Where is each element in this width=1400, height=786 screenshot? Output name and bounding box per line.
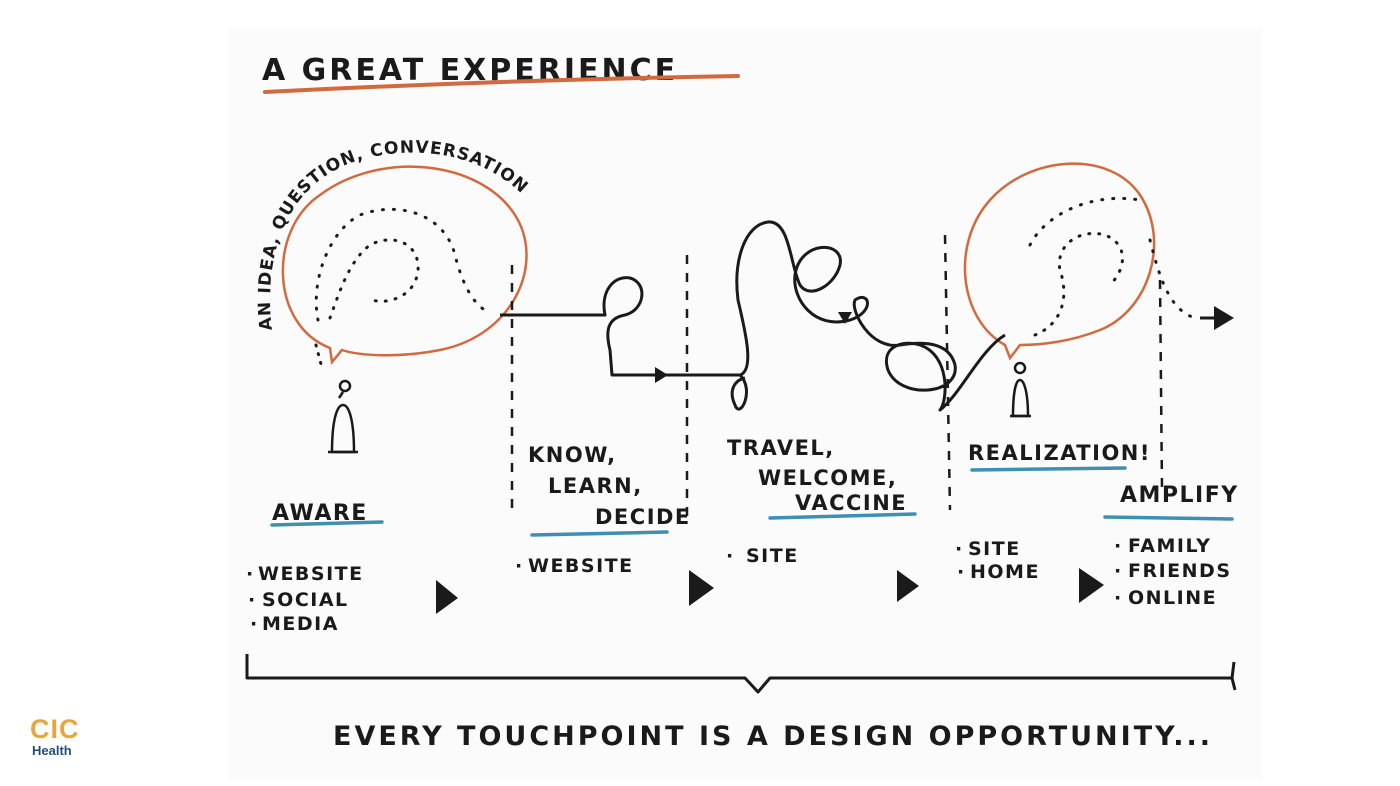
stage-realization: REALIZATION!	[968, 441, 1151, 465]
channel-travel-1: SITE	[746, 545, 799, 567]
svg-text:·: ·	[955, 538, 964, 560]
dotted-swirl-inner-left	[330, 240, 418, 318]
thought-bubble-right	[965, 164, 1154, 358]
svg-text:·: ·	[726, 545, 735, 567]
channel-realization-2: HOME	[970, 561, 1040, 583]
stage-know-line2: LEARN,	[548, 474, 643, 498]
stage-know-underline	[532, 532, 667, 535]
channel-know-1: WEBSITE	[528, 555, 634, 577]
journey-path	[500, 222, 1005, 410]
stage-arrow-3	[897, 570, 919, 602]
channels-travel: · SITE	[726, 545, 799, 567]
svg-text:·: ·	[1114, 535, 1123, 557]
stage-realization-underline	[972, 468, 1125, 470]
separator-3	[945, 235, 950, 510]
dotted-swirl-left	[316, 209, 490, 320]
person-icon-left	[328, 381, 358, 452]
channel-amplify-2: FRIENDS	[1128, 560, 1232, 582]
svg-text:·: ·	[248, 589, 257, 611]
stage-travel-underline	[770, 514, 915, 518]
dotted-trail-left	[316, 345, 322, 368]
svg-text:·: ·	[1114, 560, 1123, 582]
journey-loop	[732, 375, 746, 409]
channel-amplify-1: FAMILY	[1128, 535, 1211, 557]
channels-know: · WEBSITE	[515, 555, 634, 577]
stage-know-line3: DECIDE	[595, 505, 691, 529]
svg-text:·: ·	[515, 555, 524, 577]
stage-amplify-underline	[1105, 517, 1232, 519]
dotted-swirl-right	[1035, 233, 1123, 335]
exit-arrow-head	[1214, 306, 1234, 330]
stage-arrow-1	[436, 580, 458, 614]
channels-realization: · SITE · HOME	[955, 538, 1040, 583]
channels-amplify: · FAMILY · FRIENDS · ONLINE	[1114, 535, 1232, 609]
person-icon-right	[1010, 363, 1031, 416]
footer-text: EVERY TOUCHPOINT IS A DESIGN OPPORTUNITY…	[333, 721, 1213, 752]
stage-arrow-4	[1079, 568, 1104, 603]
thought-bubble-left	[283, 167, 527, 362]
svg-text:·: ·	[957, 561, 966, 583]
channel-realization-1: SITE	[968, 538, 1021, 560]
channels-aware: · WEBSITE · SOCIAL · MEDIA	[246, 563, 364, 635]
svg-text:·: ·	[1114, 587, 1123, 609]
dotted-exit-path	[1150, 240, 1195, 318]
channel-amplify-3: ONLINE	[1128, 587, 1217, 609]
summary-bracket	[247, 654, 1235, 692]
logo-mark: CIC	[30, 715, 90, 743]
cic-health-logo: CIC Health	[30, 715, 90, 765]
separator-4	[1160, 280, 1162, 490]
journey-arrow-1	[655, 367, 668, 383]
svg-text:·: ·	[246, 563, 255, 585]
stage-travel-line2: WELCOME,	[758, 466, 897, 490]
dotted-swirl-top-right	[1030, 198, 1140, 245]
stage-travel-line3: VACCINE	[795, 491, 907, 515]
svg-text:·: ·	[250, 613, 259, 635]
stage-amplify: AMPLIFY	[1120, 483, 1239, 508]
stage-travel-line1: TRAVEL,	[727, 436, 835, 460]
channel-aware-2: SOCIAL	[262, 589, 349, 611]
channel-aware-3: MEDIA	[262, 613, 339, 635]
stage-arrow-2	[689, 570, 714, 606]
stage-know-line1: KNOW,	[528, 443, 617, 467]
logo-sub: Health	[32, 743, 90, 759]
channel-aware-1: WEBSITE	[258, 563, 364, 585]
